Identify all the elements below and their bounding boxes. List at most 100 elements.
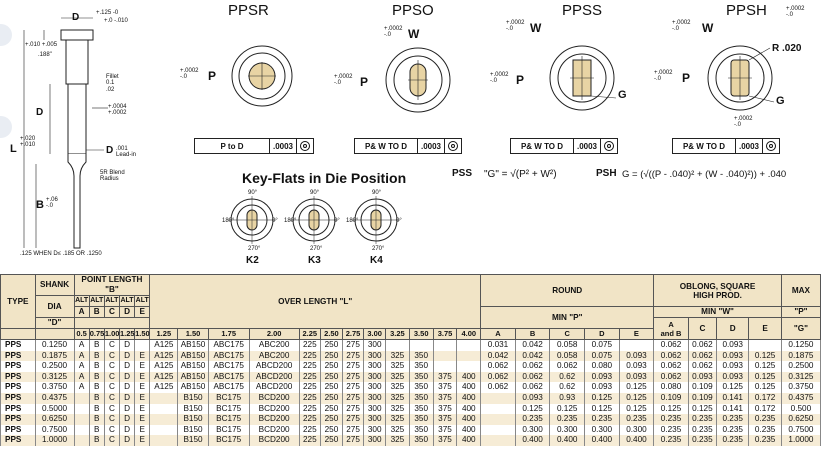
table-cell: A125 <box>149 339 179 351</box>
table-cell: 0.125 <box>748 361 782 372</box>
ppso-tolerance-box: P& W TO D .0003 <box>354 138 462 154</box>
table-cell: ABCD200 <box>248 371 300 383</box>
page-edge-dot <box>0 24 12 46</box>
table-cell: 0.172 <box>748 392 782 404</box>
table-cell: 275 <box>341 435 365 446</box>
ppss-box-value: .0003 <box>574 139 601 153</box>
col-type: TYPE <box>0 274 36 329</box>
ppss-g-label: G <box>618 89 627 101</box>
table-cell: D <box>118 424 136 436</box>
keyflat-angle-0: 0° <box>334 218 340 224</box>
table-cell: 0.080 <box>584 361 620 372</box>
table-cell: 0.125 <box>549 403 586 415</box>
round-col: A <box>480 328 516 340</box>
table-cell: A125 <box>149 361 179 372</box>
round-col: B <box>514 328 551 340</box>
ppso-tol-w: +.0002 -.0 <box>384 26 403 39</box>
over-val: 1.25 <box>149 328 179 340</box>
table-cell: 0.3125 <box>34 371 75 383</box>
table-cell: B <box>88 414 105 425</box>
ppss-tol-w: +.0002 -.0 <box>506 20 525 33</box>
table-cell: 250 <box>320 424 343 436</box>
table-cell <box>73 435 90 446</box>
table-cell: 275 <box>341 392 365 404</box>
table-cell: AB150 <box>177 371 209 383</box>
ppso-diagram <box>385 47 451 113</box>
table-cell: 375 <box>432 414 458 425</box>
table-cell: BCD200 <box>248 392 300 404</box>
table-cell: 0.093 <box>715 371 750 383</box>
table-cell: 0.300 <box>584 424 620 436</box>
ppss-title: PPSS <box>562 2 603 19</box>
oblong-col-a: A and B <box>653 317 689 340</box>
ppso-box-value: .0003 <box>418 139 445 153</box>
table-cell <box>73 403 90 415</box>
punch-footnote: .125 WHEN D≤ .185 OR .1250 <box>20 251 102 257</box>
concentricity-icon <box>604 141 614 151</box>
table-cell: C <box>103 339 120 351</box>
table-cell: ABCD200 <box>248 382 300 393</box>
table-cell: 0.062 <box>480 382 516 393</box>
table-cell: B150 <box>177 424 209 436</box>
table-cell: 0.400 <box>618 435 655 446</box>
punch-tol-l: +.020 +.010 <box>20 136 36 149</box>
table-cell: 1.0000 <box>34 435 75 446</box>
concentricity-icon <box>448 141 458 151</box>
table-cell: AB150 <box>177 361 209 372</box>
table-cell: 0.042 <box>514 339 551 351</box>
table-cell: C <box>103 371 120 383</box>
table-cell <box>149 435 179 446</box>
over-val: 1.75 <box>207 328 250 340</box>
col-shank-d: "D" <box>34 317 75 329</box>
ppsr-box-value: .0003 <box>270 139 297 153</box>
table-cell: 0.2500 <box>34 361 75 372</box>
table-cell: 300 <box>363 435 386 446</box>
table-cell: 325 <box>385 382 410 393</box>
over-val: 2.50 <box>320 328 343 340</box>
col-shank: SHANK <box>34 274 75 296</box>
table-cell: D <box>118 392 136 404</box>
ppsr-diagram <box>231 45 293 107</box>
table-cell: 350 <box>408 350 434 362</box>
over-val: 2.75 <box>341 328 365 340</box>
punch-tol-top: +.125 -0 <box>96 10 119 16</box>
table-cell: PPS <box>0 339 36 351</box>
table-cell: 275 <box>341 414 365 425</box>
table-cell: ABC175 <box>207 361 250 372</box>
table-cell: ABC175 <box>207 382 250 393</box>
punch-blend-label: 5R Blend Radius <box>100 170 125 183</box>
over-val: 3.75 <box>432 328 458 340</box>
table-cell: D <box>118 350 136 362</box>
table-cell: 250 <box>320 403 343 415</box>
table-cell: 275 <box>341 382 365 393</box>
oblong-col-d: D <box>715 317 750 340</box>
over-val: 2.00 <box>248 328 300 340</box>
col-point-length: POINT LENGTH "B" <box>73 274 151 296</box>
table-cell: 275 <box>341 371 365 383</box>
table-cell: 250 <box>320 382 343 393</box>
table-cell: PPS <box>0 361 36 372</box>
round-col: C <box>549 328 586 340</box>
table-cell: 0.1250 <box>34 339 75 351</box>
ppsh-r-label: R .020 <box>772 43 802 54</box>
table-cell: 300 <box>363 392 386 404</box>
table-cell: E <box>134 392 151 404</box>
page-edge-dot <box>0 116 12 138</box>
ppsr-title: PPSR <box>228 2 269 19</box>
table-cell: 375 <box>432 371 458 383</box>
ppsh-tolerance-box: P& W TO D .0003 <box>672 138 780 154</box>
table-cell: E <box>134 350 151 362</box>
table-cell: 0.235 <box>687 424 717 436</box>
over-val: 3.25 <box>385 328 410 340</box>
ppsh-box-value: .0003 <box>736 139 763 153</box>
table-cell: D <box>118 403 136 415</box>
table-cell: 350 <box>408 424 434 436</box>
table-cell: 0.062 <box>480 371 516 383</box>
ppsh-tol-w: +.0002 -.0 <box>672 20 691 33</box>
table-cell: 0.042 <box>480 350 516 362</box>
concentricity-icon <box>300 141 310 151</box>
table-cell <box>618 339 655 351</box>
punch-d-mid-label: D <box>36 107 44 118</box>
table-cell: BCD200 <box>248 403 300 415</box>
table-cell: 300 <box>363 350 386 362</box>
